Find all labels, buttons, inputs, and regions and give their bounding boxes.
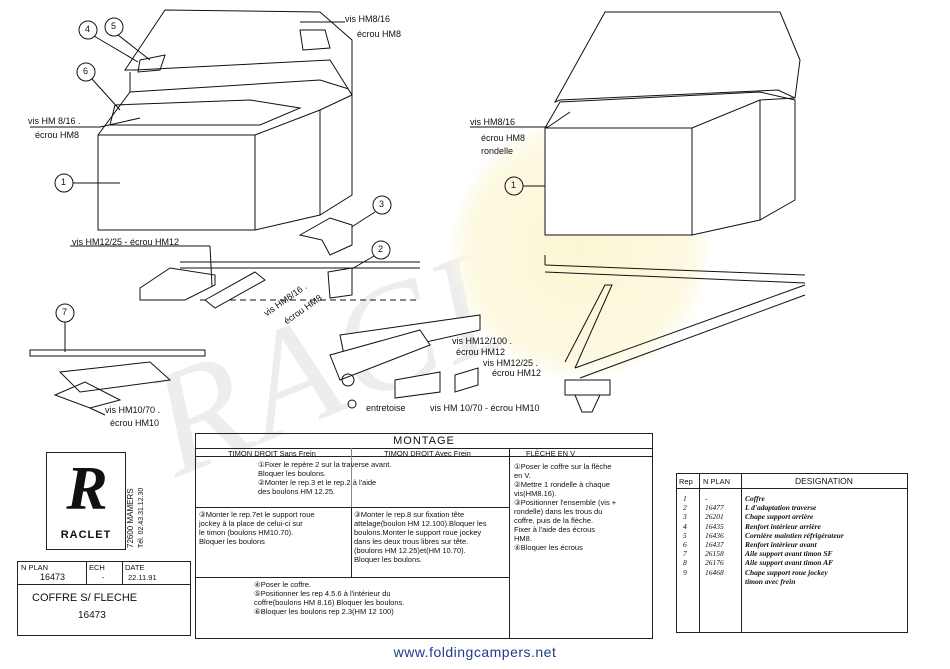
header-designation: DESIGNATION xyxy=(795,476,853,486)
col3-header: FLÈCHE EN V xyxy=(526,449,576,458)
table-row-rep: 6 xyxy=(683,540,687,549)
nomenclature-table: Rep N PLAN DESIGNATION 1 - Coffre 2 16477 L d… xyxy=(676,473,908,633)
label-ecrou-hm8-left: écrou HM8 xyxy=(35,130,80,140)
label-entretoise: entretoise xyxy=(366,403,406,413)
logo-address: 72600 MAMERS Tél. 02.43.31.12.30 xyxy=(126,462,145,552)
callout-3: 3 xyxy=(379,199,385,209)
label-ecrou-hm12-b: écrou HM12 xyxy=(492,368,542,378)
table-row-plan: 26176 xyxy=(705,558,724,568)
header-nplan: N PLAN xyxy=(703,477,731,486)
table-row-designation: L d'adaptation traverse xyxy=(745,503,817,513)
callout-1-left: 1 xyxy=(61,177,67,187)
table-row-plan: 16477 xyxy=(705,503,724,513)
ech-value: - xyxy=(102,573,105,582)
label-vis-hm12-25b: vis HM12/25 . xyxy=(483,358,539,368)
label-vis-hm8-left: vis HM 8/16 . xyxy=(28,116,81,126)
table-row-rep: 7 xyxy=(683,549,687,559)
drawing-title: COFFRE S/ FLECHE xyxy=(32,592,138,604)
callout-7: 7 xyxy=(62,307,68,317)
table-row-rep: 8 xyxy=(683,558,687,568)
logo-letter: R xyxy=(66,455,108,523)
callout-5: 5 xyxy=(111,21,117,31)
table-row-designation: Aile support avant timon SF xyxy=(745,549,833,559)
footer-url[interactable]: www.foldingcampers.net xyxy=(393,644,557,660)
title-block: N PLAN 16473 ECH - DATE 22.11.91 COFFRE … xyxy=(17,561,191,636)
label-ecrou-hm8-top: écrou HM8 xyxy=(357,29,402,39)
header-rep: Rep xyxy=(679,477,693,486)
label-vis-hm8-right: vis HM8/16 xyxy=(470,117,516,127)
table-row-rep: 4 xyxy=(683,521,687,531)
col1-step3: ③Monter le rep.7et le support roue jocke… xyxy=(199,510,315,546)
montage-title: MONTAGE xyxy=(393,435,455,447)
table-row-rep: 2 xyxy=(683,503,687,513)
table-row-designation: Renfort intérieur avant xyxy=(745,540,817,549)
coffre-left xyxy=(97,9,353,231)
label-ecrou-hm10-left: écrou HM10 xyxy=(110,418,160,428)
label-rondelle: rondelle xyxy=(481,146,514,156)
tel-text: Tél. 02.43.31.12.30 xyxy=(138,487,145,548)
label-vis-hm12-25: vis HM12/25 - écrou HM12 xyxy=(72,237,180,247)
date-label: DATE xyxy=(125,563,145,572)
address-text: 72600 MAMERS xyxy=(126,488,135,548)
callout-6: 6 xyxy=(83,66,89,76)
ech-label: ECH xyxy=(89,563,105,572)
table-row-plan: 16436 xyxy=(705,530,724,540)
col12-steps: ④Poser le coffre. ⑤Positionner les rep 4… xyxy=(254,580,405,616)
drawing-number: 16473 xyxy=(78,610,106,621)
table-row-rep: 5 xyxy=(683,530,687,540)
logo-brand: RACLET xyxy=(60,529,112,541)
table-row-designation: Aile support avant timon AF xyxy=(745,558,834,568)
col1-header: TIMON DROIT Sans Frein xyxy=(228,449,316,458)
label-vis-hm12-100: vis HM12/100 . xyxy=(452,336,513,346)
table-row-rep: 3 xyxy=(683,512,687,522)
nplan-label: N PLAN xyxy=(21,563,49,572)
col3-steps: ①Poser le coffre sur la flèche en V. ②Me… xyxy=(514,462,617,552)
label-ecrou-hm8-right: écrou HM8 xyxy=(481,133,526,143)
table-row-plan: 16435 xyxy=(705,521,724,531)
table-row-designation: Coffre xyxy=(745,494,765,503)
callout-4: 4 xyxy=(85,24,91,34)
montage-table: MONTAGE TIMON DROIT Sans Frein TIMON DRO… xyxy=(195,433,653,639)
table-row-plan: - xyxy=(705,494,708,503)
table-row-designation: Cornière maintien réfrigérateur xyxy=(745,530,844,540)
label-vis-hm10-70-right: vis HM 10/70 - écrou HM10 xyxy=(430,403,540,413)
label-ecrou-hm12-a: écrou HM12 xyxy=(456,347,506,357)
label-vis-hm8-top: vis HM8/16 xyxy=(345,14,391,24)
coffre-right xyxy=(544,11,801,236)
callout-1-right: 1 xyxy=(511,180,517,190)
table-row-rep: 1 xyxy=(683,494,687,503)
table-row-plan: 26158 xyxy=(705,549,724,559)
nplan-value: 16473 xyxy=(40,572,66,582)
date-value: 22.11.91 xyxy=(128,573,157,582)
table-row-plan: 16437 xyxy=(705,540,724,549)
table-row-designation: Renfort intérieur arrière xyxy=(745,521,821,531)
table-row-designation: Chape support roue jockey timon avec fre… xyxy=(745,567,828,586)
table-row-rep: 9 xyxy=(683,567,687,577)
col2-step3: ③Monter le rep.8 sur fixation tête attel… xyxy=(354,510,487,564)
raclet-logo: R RACLET xyxy=(46,452,126,550)
col2-header: TIMON DROIT Avec Frein xyxy=(384,449,471,458)
callout-2: 2 xyxy=(378,244,384,254)
table-row-plan: 26201 xyxy=(705,512,724,522)
col12-step1: ①Fixer le repère 2 sur la traverse avant… xyxy=(258,460,392,496)
label-vis-hm10-70-left: vis HM10/70 . xyxy=(105,405,161,415)
table-row-plan: 16468 xyxy=(705,567,724,577)
table-row-designation: Chape support arrière xyxy=(745,512,814,522)
